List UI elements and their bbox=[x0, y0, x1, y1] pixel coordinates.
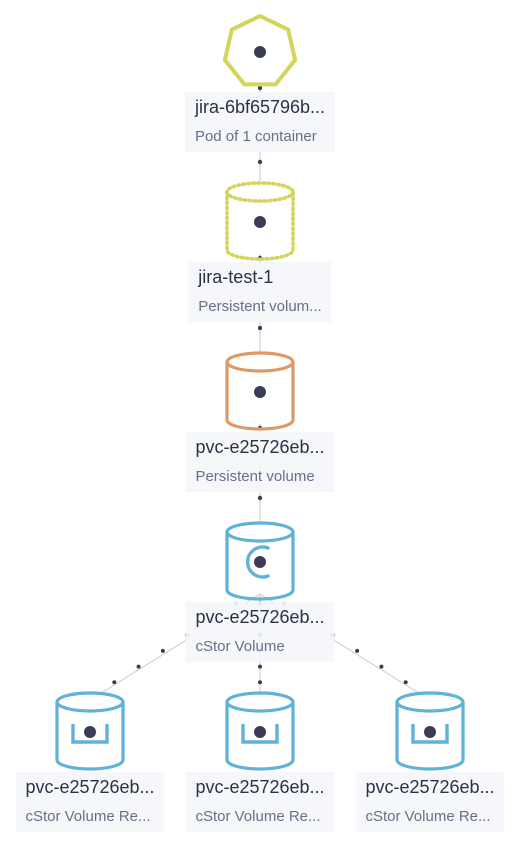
node-replica-1[interactable]: pvc-e25726eb... cStor Volume Re... bbox=[15, 772, 165, 832]
edge-dot bbox=[355, 648, 360, 653]
node-name: pvc-e25726eb... bbox=[195, 607, 325, 627]
node-pod[interactable]: jira-6bf65796b... Pod of 1 container bbox=[184, 92, 336, 152]
cylinder-body bbox=[55, 702, 125, 771]
node-kind: cStor Volume Re... bbox=[365, 808, 491, 825]
node-name: jira-6bf65796b... bbox=[194, 97, 326, 117]
edge-dot bbox=[160, 648, 165, 653]
replica-cylinder-icon bbox=[55, 691, 125, 771]
cylinder-top bbox=[225, 691, 295, 713]
node-dot bbox=[254, 556, 266, 568]
node-kind: cStor Volume Re... bbox=[25, 808, 151, 825]
replica-cylinder-icon bbox=[225, 691, 295, 771]
node-replica-2[interactable]: pvc-e25726eb... cStor Volume Re... bbox=[185, 772, 335, 832]
cylinder-body bbox=[225, 532, 295, 601]
node-name: jira-test-1 bbox=[198, 267, 274, 287]
edge-dot bbox=[257, 85, 263, 91]
edge-dot bbox=[403, 680, 408, 685]
cylinder-body bbox=[395, 702, 465, 771]
node-dot bbox=[254, 46, 266, 58]
node-dot bbox=[424, 726, 436, 738]
replica-bracket-icon bbox=[71, 724, 109, 744]
node-kind: Pod of 1 container bbox=[194, 128, 317, 145]
cstor-c-icon bbox=[245, 545, 270, 579]
node-kind: cStor Volume bbox=[195, 638, 285, 655]
node-dot bbox=[84, 726, 96, 738]
edge-dot bbox=[257, 495, 263, 501]
edge-dot bbox=[136, 664, 141, 669]
cylinder-top bbox=[225, 181, 295, 203]
node-name: pvc-e25726eb... bbox=[25, 777, 155, 797]
replica-bracket-icon bbox=[241, 724, 279, 744]
edge-dot bbox=[112, 680, 117, 685]
edge-dot bbox=[379, 664, 384, 669]
cstor-cylinder-icon bbox=[225, 521, 295, 601]
node-dot bbox=[254, 726, 266, 738]
edge-dot bbox=[258, 664, 262, 669]
node-pv[interactable]: pvc-e25726eb... Persistent volume bbox=[185, 432, 335, 492]
node-name: pvc-e25726eb... bbox=[195, 777, 325, 797]
replica-bracket-icon bbox=[411, 724, 449, 744]
node-name: pvc-e25726eb... bbox=[365, 777, 495, 797]
cylinder-body bbox=[225, 362, 295, 431]
node-kind: Persistent volum... bbox=[198, 298, 322, 315]
edge-dot bbox=[258, 680, 262, 685]
node-dot bbox=[254, 216, 266, 228]
node-dot bbox=[254, 386, 266, 398]
node-name: pvc-e25726eb... bbox=[195, 437, 325, 457]
node-kind: cStor Volume Re... bbox=[195, 808, 321, 825]
nodes bbox=[55, 14, 465, 771]
cylinder-top bbox=[225, 521, 295, 543]
cylinder-top bbox=[55, 691, 125, 713]
node-cstor-volume[interactable]: pvc-e25726eb... cStor Volume bbox=[185, 602, 335, 662]
dotted-cylinder-icon bbox=[225, 181, 295, 261]
cylinder-top bbox=[395, 691, 465, 713]
edge-dot bbox=[257, 159, 263, 165]
cylinder-top bbox=[225, 351, 295, 373]
node-replica-3[interactable]: pvc-e25726eb... cStor Volume Re... bbox=[355, 772, 505, 832]
cylinder-body bbox=[225, 190, 295, 261]
cylinder-body bbox=[225, 702, 295, 771]
node-pvc[interactable]: jira-test-1 Persistent volum... bbox=[188, 262, 332, 322]
node-kind: Persistent volume bbox=[195, 468, 315, 485]
cylinder-icon bbox=[225, 351, 295, 431]
edge-dot bbox=[257, 325, 263, 331]
replica-cylinder-icon bbox=[395, 691, 465, 771]
